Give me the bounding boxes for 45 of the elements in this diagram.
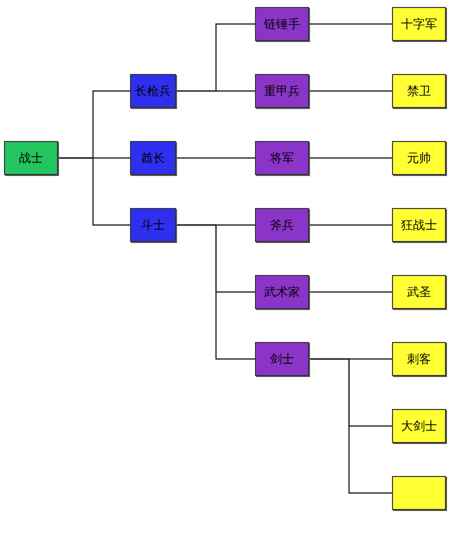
class-box	[392, 208, 446, 242]
class-name: 斧兵	[270, 216, 294, 234]
class-name: 大剑士	[401, 418, 437, 434]
empty-box	[392, 476, 446, 510]
class-name: 元帅	[407, 150, 431, 166]
connector-line	[176, 224, 255, 360]
class-box	[392, 7, 446, 41]
class-name: 剑士	[270, 350, 294, 368]
connector-line	[309, 157, 392, 159]
class-name: 将军	[270, 150, 294, 166]
class-name: 酋长	[141, 150, 165, 166]
class-name: 重甲兵	[264, 82, 300, 100]
class-name: 十字军	[401, 16, 437, 32]
connector-line	[309, 358, 392, 494]
class-name: 长枪兵	[135, 82, 171, 100]
class-name: 狂战士	[401, 216, 437, 234]
class-name: 武术家	[264, 284, 300, 300]
class-box	[130, 74, 176, 108]
connector-line	[309, 90, 392, 92]
class-box	[4, 141, 58, 175]
class-name: 武圣	[407, 284, 431, 300]
connector-line	[58, 157, 130, 226]
class-box	[392, 141, 446, 175]
class-box	[255, 141, 309, 175]
class-box	[392, 409, 446, 443]
class-box	[392, 74, 446, 108]
connector-line	[309, 23, 392, 25]
connector-line	[309, 291, 392, 293]
class-box	[255, 342, 309, 376]
class-box	[255, 7, 309, 41]
connector-line	[176, 90, 255, 92]
connector-line	[309, 224, 392, 226]
class-name: 禁卫	[407, 82, 431, 100]
class-box	[255, 74, 309, 108]
class-box	[255, 208, 309, 242]
class-name: 刺客	[407, 350, 431, 368]
class-name: 斗士	[141, 216, 165, 234]
class-box	[130, 141, 176, 175]
class-box	[392, 342, 446, 376]
connector-line	[176, 157, 255, 159]
class-box	[130, 208, 176, 242]
class-name: 战士	[19, 150, 43, 166]
class-box	[255, 275, 309, 309]
class-name: 链锤手	[264, 16, 300, 32]
class-box	[392, 275, 446, 309]
